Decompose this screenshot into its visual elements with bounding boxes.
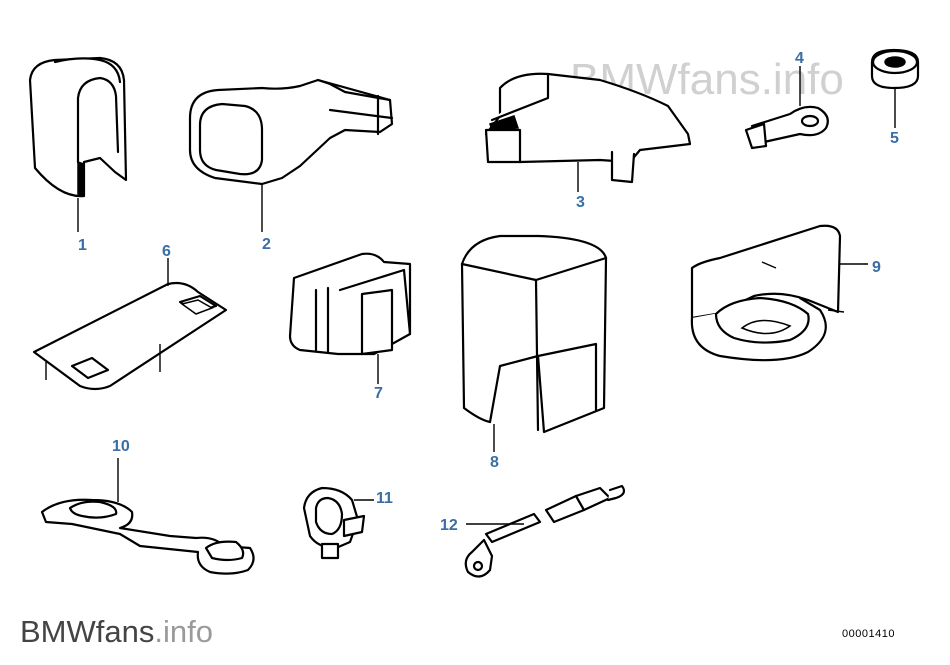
part-8-box-cover[interactable] <box>460 234 608 452</box>
part-5-grommet[interactable] <box>870 48 920 128</box>
callout-10: 10 <box>112 438 130 455</box>
part-11-clamp[interactable] <box>302 486 374 560</box>
callout-7: 7 <box>374 385 383 402</box>
callout-3: 3 <box>576 194 585 211</box>
callout-12: 12 <box>440 517 458 534</box>
callout-9: 9 <box>872 259 881 276</box>
watermark-bottom: BMWfans.info <box>20 614 213 649</box>
part-3-housing[interactable] <box>484 72 692 192</box>
callout-4: 4 <box>795 50 804 67</box>
document-number: 00001410 <box>842 628 895 640</box>
part-6-cover-plate[interactable] <box>32 258 228 391</box>
callout-8: 8 <box>490 454 499 471</box>
part-2-boot[interactable] <box>188 78 394 232</box>
callout-5: 5 <box>890 130 899 147</box>
part-4-cable-lug[interactable] <box>744 66 829 150</box>
part-1-cap[interactable] <box>28 56 128 232</box>
part-7-connector[interactable] <box>288 252 412 384</box>
callout-11: 11 <box>376 490 393 507</box>
callout-6: 6 <box>162 243 171 260</box>
part-12-cable[interactable] <box>464 484 626 578</box>
part-10-holder[interactable] <box>40 458 255 575</box>
part-9-bracket[interactable] <box>690 224 868 362</box>
callout-2: 2 <box>262 236 271 253</box>
callout-1: 1 <box>78 237 87 254</box>
